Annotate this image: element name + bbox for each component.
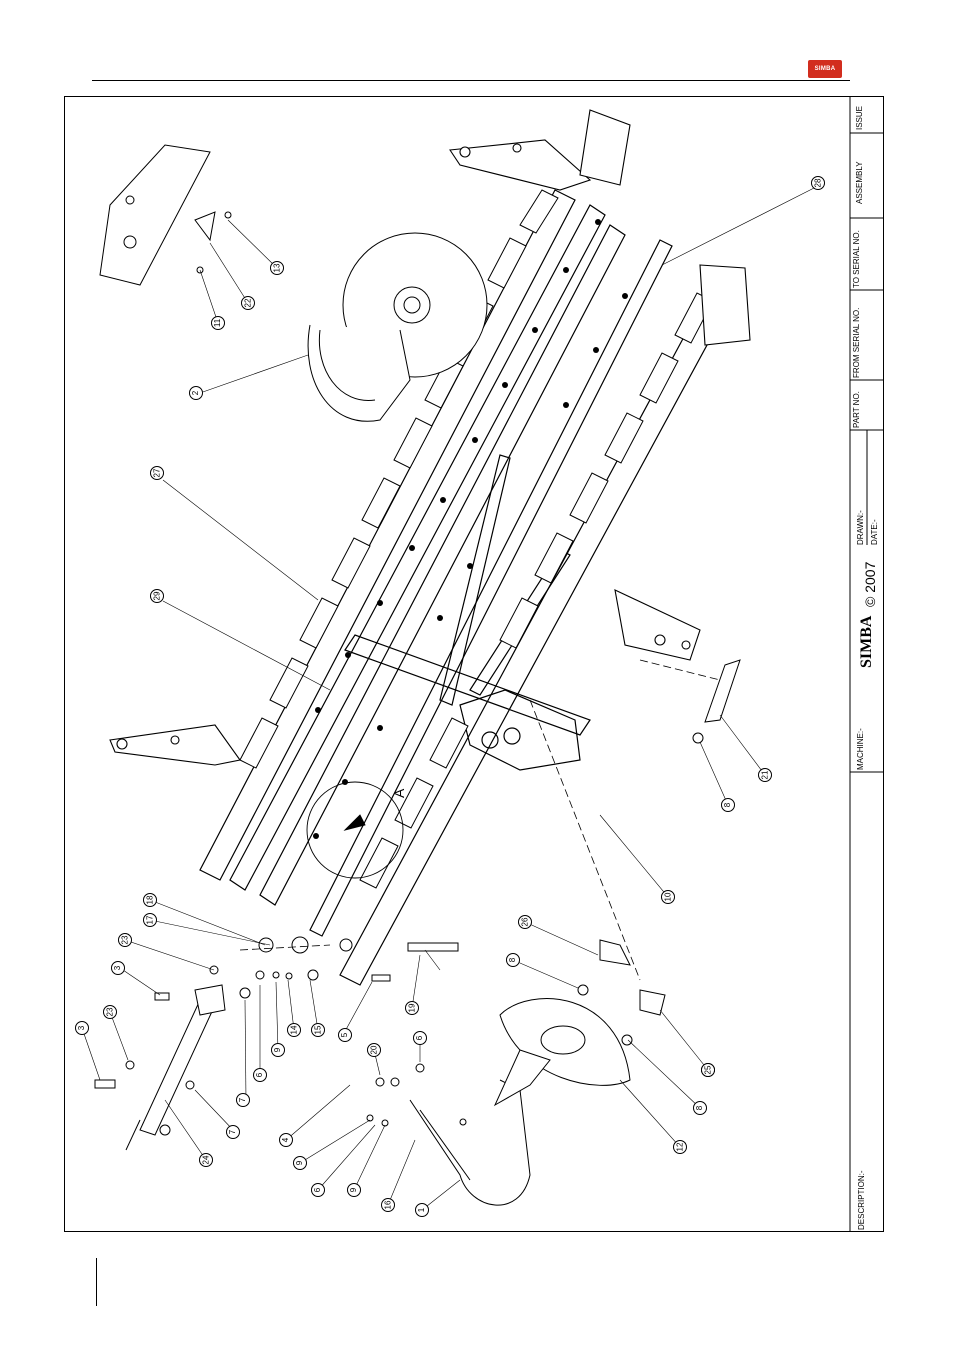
scalloped-disc-top bbox=[308, 233, 487, 421]
callout-bubble: 17 bbox=[143, 913, 157, 927]
machine-label: MACHINE:- bbox=[856, 728, 865, 770]
callout-bubble: 25 bbox=[701, 1063, 715, 1077]
callout-bubble: 20 bbox=[367, 1043, 381, 1057]
callout-number: 5 bbox=[339, 1033, 351, 1037]
callout-number: 13 bbox=[271, 264, 283, 273]
date-label: DATE:- bbox=[870, 519, 879, 545]
callout-number: 1 bbox=[416, 1208, 428, 1212]
detail-bracket-top bbox=[100, 145, 231, 285]
callout-number: 21 bbox=[759, 771, 771, 780]
callout-bubble: 2 bbox=[189, 386, 203, 400]
callout-number: 7 bbox=[227, 1130, 239, 1134]
callout-number: 25 bbox=[702, 1066, 714, 1075]
callout-number: 16 bbox=[382, 1201, 394, 1210]
callout-bubble: 4 bbox=[279, 1133, 293, 1147]
callout-bubble: 24 bbox=[199, 1153, 213, 1167]
copyright: © 2007 bbox=[862, 562, 878, 607]
from-serial-label: FROM SERIAL NO. bbox=[852, 308, 861, 378]
callout-bubble: 21 bbox=[758, 768, 772, 782]
callout-number: 24 bbox=[200, 1156, 212, 1165]
callout-number: 2 bbox=[190, 391, 202, 395]
callout-number: 11 bbox=[212, 319, 224, 327]
callout-bubble: 23 bbox=[118, 933, 132, 947]
footer-bar bbox=[96, 1258, 97, 1306]
callout-bubble: 29 bbox=[150, 589, 164, 603]
callout-bubble: 26 bbox=[518, 915, 532, 929]
callout-number: 29 bbox=[151, 592, 163, 601]
callout-number: 7 bbox=[237, 1098, 249, 1102]
assembly-lines bbox=[240, 660, 720, 980]
callout-bubble: 11 bbox=[211, 316, 225, 330]
callout-number: 15 bbox=[312, 1026, 324, 1035]
callout-bubble: 7 bbox=[226, 1125, 240, 1139]
callout-number: 8 bbox=[507, 958, 519, 962]
callout-bubble: 3 bbox=[111, 961, 125, 975]
callout-number: 3 bbox=[76, 1026, 88, 1030]
description-label: DESCRIPTION:- bbox=[857, 1170, 866, 1230]
callout-bubble: 13 bbox=[270, 261, 284, 275]
callout-bubble: 8 bbox=[506, 953, 520, 967]
callout-bubble: 9 bbox=[293, 1156, 307, 1170]
callout-bubble: 14 bbox=[287, 1023, 301, 1037]
to-serial-label: TO SERIAL NO. bbox=[852, 230, 861, 288]
disc-assembly-bottom bbox=[410, 999, 630, 1206]
drawn-label: DRAWN:- bbox=[856, 510, 865, 545]
callout-number: 8 bbox=[722, 803, 734, 807]
callout-number: 23 bbox=[119, 936, 131, 945]
callout-number: 20 bbox=[368, 1046, 380, 1055]
callout-number: 8 bbox=[694, 1106, 706, 1110]
callout-number: 6 bbox=[254, 1073, 266, 1077]
issue-label: ISSUE bbox=[855, 106, 864, 130]
callout-bubble: 23 bbox=[103, 1005, 117, 1019]
callout-number: 9 bbox=[272, 1048, 284, 1052]
title-block-logo: SIMBA bbox=[858, 616, 876, 668]
headstock bbox=[110, 110, 750, 765]
callout-number: 22 bbox=[242, 299, 254, 308]
callout-bubble: 27 bbox=[150, 466, 164, 480]
callout-bubble: 16 bbox=[381, 1198, 395, 1212]
callout-bubble: 8 bbox=[693, 1101, 707, 1115]
callout-bubble: 6 bbox=[253, 1068, 267, 1082]
callout-number: 18 bbox=[144, 896, 156, 905]
part-no-label: PART NO. bbox=[852, 391, 861, 428]
callout-bubble: 9 bbox=[347, 1183, 361, 1197]
callout-number: 3 bbox=[112, 966, 124, 970]
callout-bubble: 19 bbox=[405, 1001, 419, 1015]
callout-bubble: 15 bbox=[311, 1023, 325, 1037]
callout-bubble: 3 bbox=[75, 1021, 89, 1035]
callout-bubble: 10 bbox=[661, 890, 675, 904]
callout-bubble: 6 bbox=[311, 1183, 325, 1197]
callout-bubble: 9 bbox=[271, 1043, 285, 1057]
callout-bubble: 18 bbox=[143, 893, 157, 907]
callout-number: 6 bbox=[414, 1036, 426, 1040]
callout-bubble: 8 bbox=[721, 798, 735, 812]
callout-number: 28 bbox=[812, 179, 824, 188]
callout-number: 4 bbox=[280, 1138, 292, 1142]
callout-bubble: 7 bbox=[236, 1093, 250, 1107]
callout-number: 27 bbox=[151, 469, 163, 478]
callout-number: 9 bbox=[294, 1161, 306, 1165]
callout-number: 6 bbox=[312, 1188, 324, 1192]
callout-number: 12 bbox=[674, 1143, 686, 1152]
callout-number: 19 bbox=[406, 1004, 418, 1013]
callout-bubble: 28 bbox=[811, 176, 825, 190]
callout-number: 10 bbox=[662, 893, 674, 902]
callout-bubble: 5 bbox=[338, 1028, 352, 1042]
callout-number: 23 bbox=[104, 1008, 116, 1017]
callout-number: 14 bbox=[288, 1026, 300, 1035]
callout-number: 26 bbox=[519, 918, 531, 927]
assembly-label: ASSEMBLY bbox=[855, 161, 864, 204]
callout-bubble: 22 bbox=[241, 296, 255, 310]
callout-bubble: 12 bbox=[673, 1140, 687, 1154]
view-label-a: A bbox=[391, 789, 407, 798]
callout-number: 17 bbox=[144, 916, 156, 925]
tine-arm bbox=[126, 985, 225, 1150]
callout-bubble: 1 bbox=[415, 1203, 429, 1217]
callout-bubble: 6 bbox=[413, 1031, 427, 1045]
callout-number: 9 bbox=[348, 1188, 360, 1192]
